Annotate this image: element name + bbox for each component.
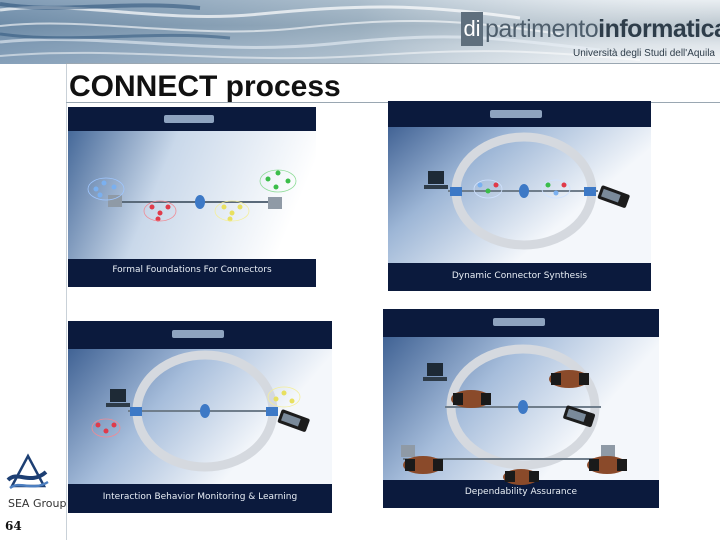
pda-device-icon	[277, 409, 310, 432]
brand-subtitle: Università degli Studi dell'Aquila	[573, 48, 715, 59]
connector-node-icon	[200, 404, 210, 418]
formal-foundations-illustration	[68, 107, 316, 287]
brand-name: partimentoinformatica	[485, 15, 720, 43]
dependability-illustration	[383, 309, 659, 508]
handshake-icon	[503, 469, 539, 485]
component-box-icon	[108, 195, 122, 207]
panel-dynamic-connector-synthesis: Dynamic Connector Synthesis	[388, 101, 651, 291]
component-box-icon	[601, 445, 615, 457]
computer-icon	[110, 389, 126, 402]
computer-icon	[428, 171, 444, 184]
connector-node-icon	[195, 195, 205, 209]
panel-caption: Interaction Behavior Monitoring & Learni…	[102, 492, 298, 502]
panel-formal-foundations: Formal Foundations For Connectors	[68, 107, 316, 287]
panel-caption: Dynamic Connector Synthesis	[451, 271, 588, 281]
computer-icon	[427, 363, 443, 376]
panel-caption: Formal Foundations For Connectors	[112, 265, 272, 275]
panel-dependability-assurance: Dependability Assurance	[383, 309, 659, 508]
header-divider	[66, 63, 720, 64]
handshake-icon	[403, 456, 443, 474]
monitoring-learning-illustration	[68, 321, 332, 513]
sea-group-logo-icon	[6, 453, 49, 490]
connector-node-icon	[518, 400, 528, 414]
left-sidebar	[0, 64, 67, 540]
handshake-icon	[587, 456, 627, 474]
automaton-cluster-icon	[267, 386, 301, 408]
connect-logo-icon	[490, 110, 542, 118]
automaton-cluster-icon	[143, 200, 177, 222]
component-box-icon	[401, 445, 415, 457]
water-wave-image	[0, 0, 720, 64]
connect-logo-icon	[172, 330, 224, 338]
page-number: 64	[5, 519, 22, 533]
handshake-icon	[549, 370, 589, 388]
panel-caption: Dependability Assurance	[464, 487, 578, 497]
automaton-cluster-icon	[259, 169, 297, 193]
pda-device-icon	[597, 185, 630, 208]
header-banner: di partimentoinformatica Università degl…	[0, 0, 720, 64]
automaton-cluster-icon	[214, 200, 250, 222]
automaton-cluster-icon	[541, 179, 571, 199]
handshake-icon	[451, 390, 491, 408]
page-title: CONNECT process	[69, 70, 341, 103]
pda-device-icon	[563, 405, 596, 428]
brand-prefix: di	[461, 12, 483, 46]
group-name: SEA Group	[8, 497, 67, 510]
dynamic-synthesis-illustration	[388, 101, 651, 291]
automaton-cluster-icon	[91, 418, 121, 438]
connector-node-icon	[519, 184, 529, 198]
automaton-cluster-icon	[473, 179, 503, 199]
panel-interaction-monitoring: Interaction Behavior Monitoring & Learni…	[68, 321, 332, 513]
connect-logo-icon	[164, 115, 214, 123]
component-box-icon	[268, 197, 282, 209]
connect-logo-icon	[493, 318, 545, 326]
automaton-cluster-icon	[87, 177, 125, 201]
